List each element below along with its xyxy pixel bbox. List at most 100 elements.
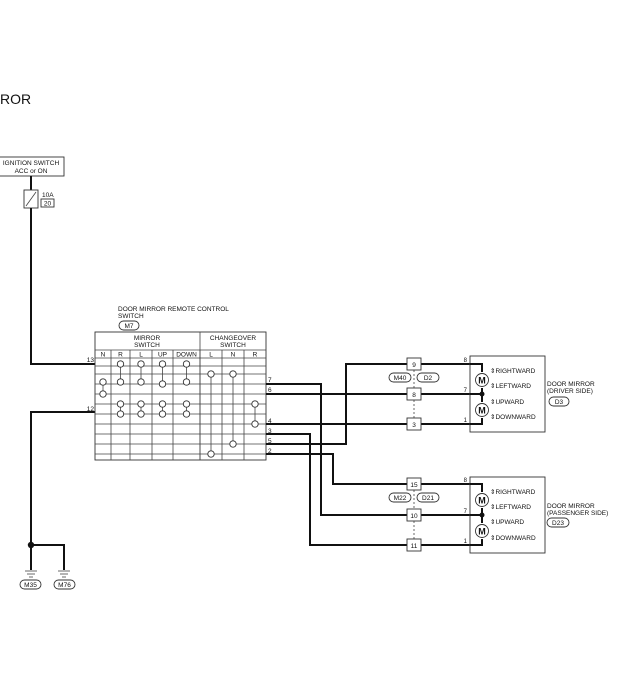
switch-contacts [99, 360, 259, 458]
changeover-switch-header-2: SWITCH [220, 342, 246, 349]
ground-wire [30, 411, 95, 570]
passenger-terminal-11 [406, 538, 422, 552]
passenger-mirror-pin-7: 7 [464, 509, 468, 515]
driver-label-downward: ⇕DOWNWARD [490, 413, 536, 421]
driver-joint-connector-m40-label: M40 [394, 375, 407, 382]
switch-contact [99, 390, 107, 398]
switch-pin-3: 3 [268, 428, 272, 435]
driver-joint-connector-m40 [388, 372, 412, 383]
passenger-terminal-11-label: 11 [411, 543, 418, 550]
driver-terminal-3 [406, 417, 422, 431]
passenger-joint-connector-d21-label: D21 [422, 495, 434, 502]
switch-column-4: DOWN [176, 352, 197, 359]
wire-pin5-driver-rightward [266, 363, 470, 445]
passenger-internal-rightward [470, 483, 483, 492]
passenger-label-rightward: ⇕RIGHTWARD [490, 488, 536, 496]
passenger-mirror-side: (PASSENGER SIDE) [547, 510, 608, 517]
driver-terminal-3-label: 3 [412, 422, 416, 429]
driver-motor-vertical-label: M [478, 406, 486, 416]
switch-table [94, 331, 267, 461]
switch-contact [229, 370, 237, 378]
passenger-mirror-name: DOOR MIRROR [547, 503, 595, 510]
fuse: 10A 20 [23, 176, 55, 209]
switch-connector-label: M7 [124, 323, 133, 330]
switch-contact [116, 410, 125, 418]
switch-column-0: N [101, 352, 106, 359]
passenger-joint-connector-m22 [388, 492, 412, 503]
ignition-switch-label: IGNITION SWITCH [3, 160, 60, 167]
ignition-switch-position: ACC or ON [15, 168, 48, 175]
passenger-motor-horizontal-icon [475, 493, 489, 507]
switch-contact [158, 400, 167, 408]
switch-connector [118, 320, 140, 331]
driver-terminal-8 [406, 387, 422, 401]
switch-contact [137, 410, 145, 418]
driver-mirror-connector-label: D3 [555, 399, 564, 406]
driver-mirror-connector [548, 396, 570, 407]
switch-contact [158, 360, 167, 368]
passenger-joint-connector-m22-label: M22 [394, 495, 407, 502]
ground-symbol-m35 [25, 570, 37, 578]
ground-connector-m76 [53, 579, 76, 590]
fuse-number-box [40, 198, 55, 208]
mirror-switch-header-1: MIRROR [134, 335, 161, 342]
switch-pin-6: 6 [268, 387, 272, 394]
passenger-terminal-15 [406, 477, 422, 491]
page-title: ROR [0, 91, 31, 107]
driver-terminal-9-label: 9 [412, 362, 416, 369]
wire-pin7-passenger-leftward [266, 383, 470, 516]
switch-column-2: L [139, 352, 143, 359]
ground-symbol-m76 [58, 570, 70, 578]
switch-pin-12: 12 [87, 406, 95, 413]
switch-contact [116, 378, 125, 386]
passenger-internal-downward [470, 539, 483, 546]
ignition-switch: IGNITION SWITCH ACC or ON [0, 156, 65, 177]
passenger-motor-vertical-label: M [478, 527, 486, 537]
ground-label-m76: M76 [58, 582, 71, 589]
driver-terminal-8-label: 8 [412, 392, 416, 399]
switch-column-1: R [118, 352, 123, 359]
switch-contact [251, 420, 259, 428]
driver-mirror-pin-8: 8 [464, 358, 468, 364]
switch-contact [182, 400, 191, 408]
driver-joint-connector-d2-label: D2 [424, 375, 433, 382]
switch-contact [137, 400, 145, 408]
mirror-switch-header-2: SWITCH [134, 342, 160, 349]
switch-contact [158, 380, 167, 388]
passenger-label-downward: ⇕DOWNWARD [490, 534, 536, 542]
passenger-joint-connector-d21 [416, 492, 440, 503]
switch-pin-13: 13 [87, 357, 95, 364]
driver-internal-rightward [470, 363, 483, 372]
passenger-label-upward: ⇕UPWARD [490, 518, 524, 526]
changeover-switch-header-1: CHANGEOVER [210, 335, 257, 342]
ground-label-m35: M35 [24, 582, 37, 589]
switch-contact [229, 440, 237, 448]
switch-contact [137, 378, 145, 386]
switch-contact [99, 378, 107, 386]
passenger-terminal-10 [406, 508, 422, 522]
switch-contact [182, 360, 191, 368]
switch-contact [251, 400, 259, 408]
passenger-mirror-connector-label: D23 [552, 520, 564, 527]
passenger-motor-vertical-icon [475, 524, 489, 538]
passenger-terminal-15-label: 15 [410, 482, 418, 489]
passenger-mirror-pin-1: 1 [464, 539, 468, 545]
driver-mirror-pin-7: 7 [464, 388, 468, 394]
passenger-mirror-connector [546, 517, 570, 528]
power-wire [30, 208, 95, 365]
driver-mirror-side: (DRIVER SIDE) [547, 388, 593, 395]
switch-pin-2: 2 [268, 448, 272, 455]
driver-mirror-name: DOOR MIRROR [547, 381, 595, 388]
switch-name-line2: SWITCH [118, 313, 144, 320]
switch-pin-7: 7 [268, 377, 272, 384]
switch-pin-5: 5 [268, 438, 272, 445]
switch-column-5: L [209, 352, 213, 359]
wire-pin3-passenger-downward [266, 433, 470, 546]
driver-motor-horizontal-icon [475, 373, 489, 387]
passenger-terminal-10-label: 10 [410, 513, 418, 520]
switch-contact [137, 360, 145, 368]
switch-contact [207, 450, 215, 458]
switch-contact [116, 360, 125, 368]
